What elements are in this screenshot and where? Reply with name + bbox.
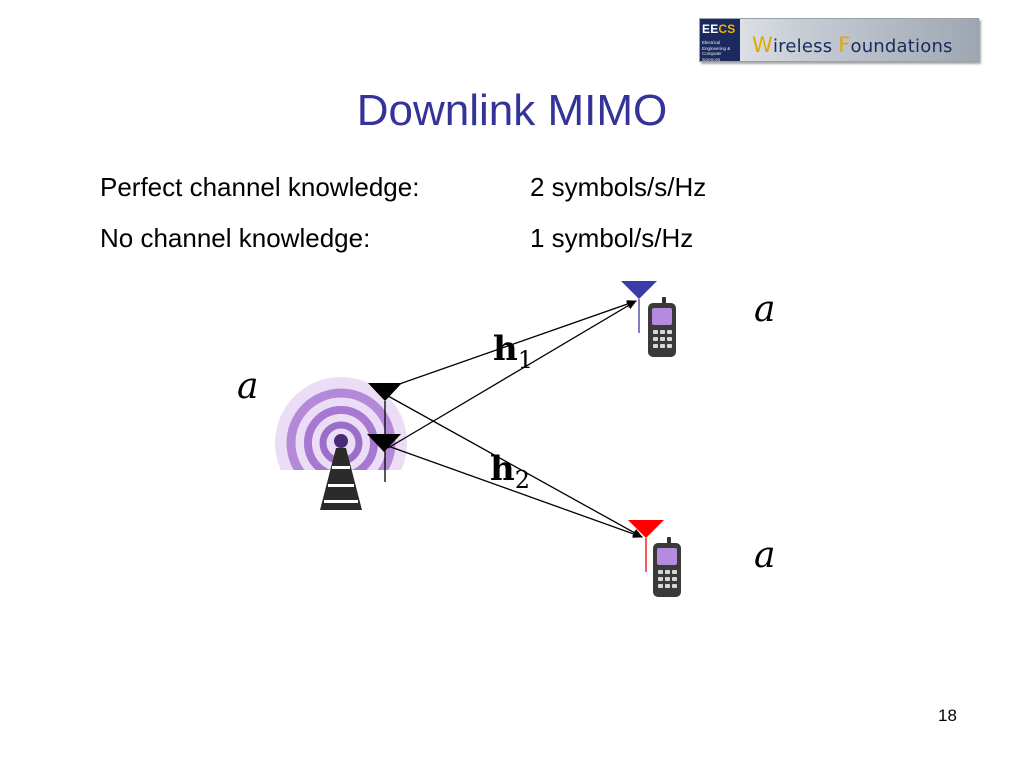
user1-symbol-label: a [754, 289, 775, 330]
slide-title: Downlink MIMO [356, 86, 668, 135]
eecs-logo-text: EECS [702, 22, 736, 36]
channel-h2-label: h2 [490, 449, 530, 494]
eecs-logo-block: EECS Electrical Engineering & Computer S… [700, 19, 740, 61]
no-knowledge-value: 1 symbol/s/Hz [530, 223, 694, 253]
perfect-knowledge-value: 2 symbols/s/Hz [530, 172, 707, 202]
channel-h1-label: h1 [493, 329, 533, 374]
tower-top-light [334, 434, 348, 448]
user1-phone-icon [648, 297, 676, 357]
tx-symbol-label: a [237, 366, 258, 407]
tower-mast [320, 448, 362, 510]
arrow-tx1-user2 [387, 395, 643, 538]
user2-phone-icon [653, 537, 681, 597]
perfect-knowledge-label: Perfect channel knowledge: [100, 172, 420, 202]
user2-antenna [628, 520, 664, 572]
user2-symbol-label: a [754, 535, 775, 576]
tx-antenna-2 [367, 434, 401, 452]
base-station-tower-icon [275, 377, 407, 512]
arrow-tx2-user2 [387, 445, 643, 538]
user1-antenna [621, 281, 657, 333]
no-knowledge-label: No channel knowledge: [100, 223, 371, 253]
channel-arrows [387, 300, 643, 538]
page-number: 18 [938, 706, 957, 725]
wireless-foundations-logo: EECS Electrical Engineering & Computer S… [699, 18, 979, 62]
arrow-tx1-user1 [387, 300, 637, 389]
eecs-logo-subtitle: Electrical Engineering & Computer Scienc… [702, 40, 731, 62]
wireless-foundations-text: Wireless Foundations [752, 33, 953, 57]
arrow-tx2-user1 [387, 300, 637, 449]
